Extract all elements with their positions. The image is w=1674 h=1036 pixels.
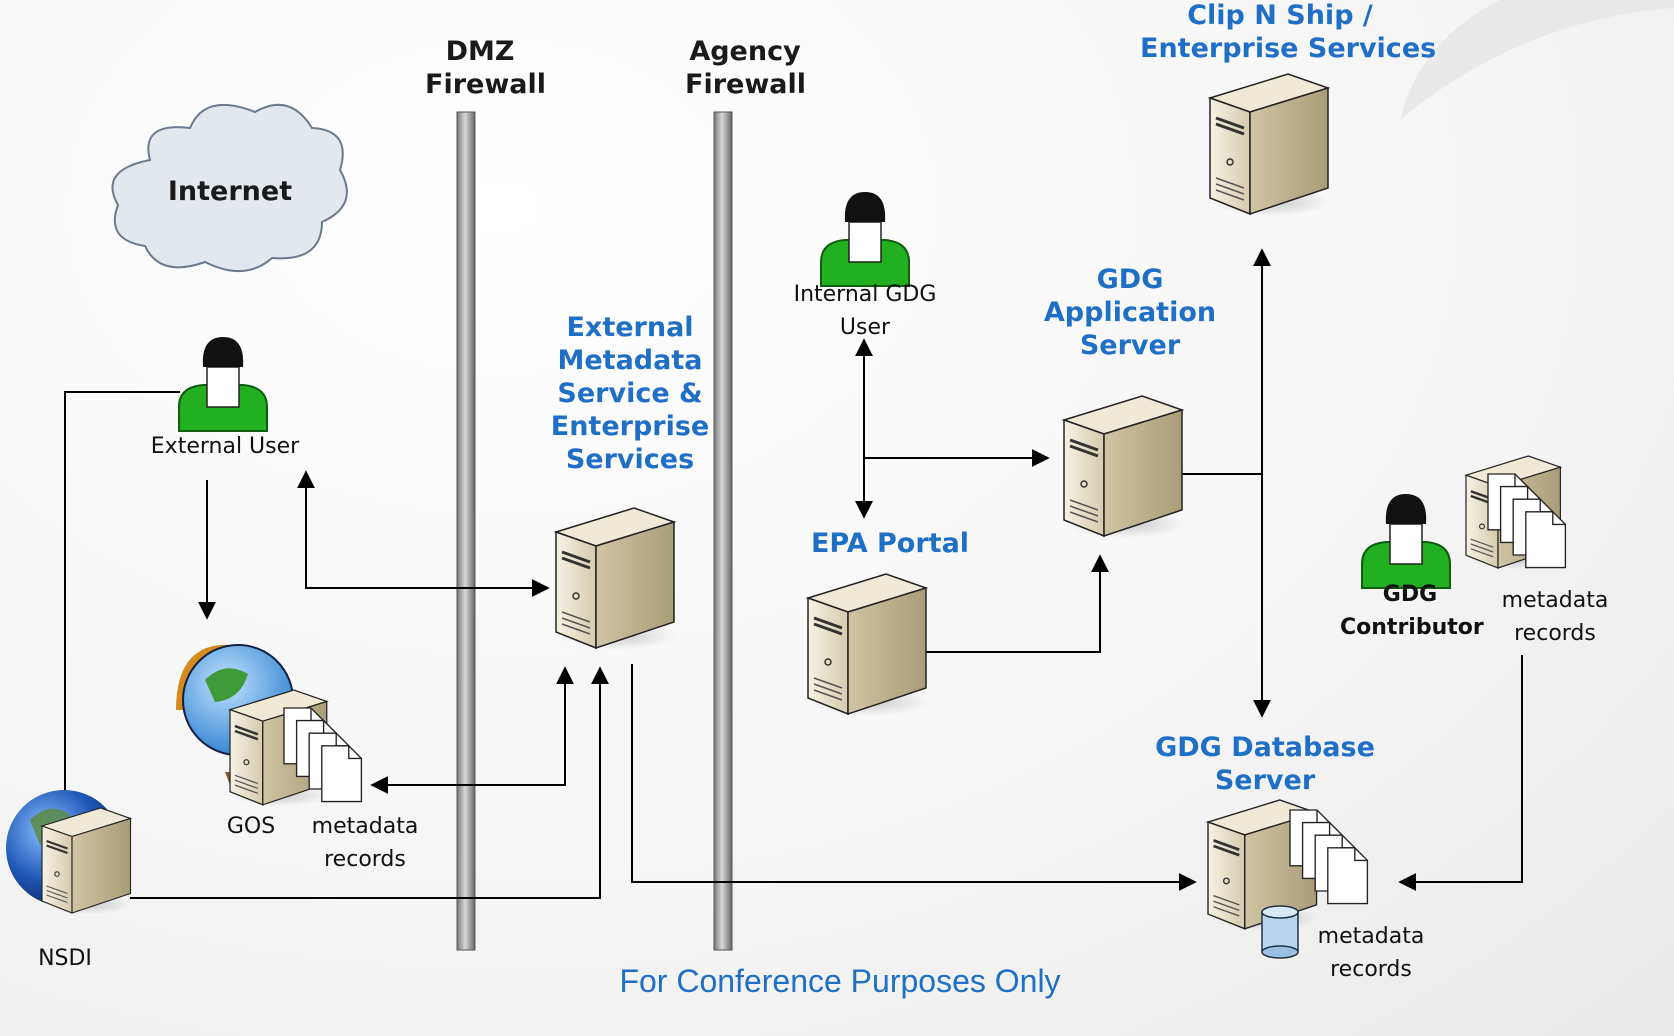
gos-ext-service-arrow	[370, 666, 574, 794]
nsdi-to-user-line	[64, 391, 180, 808]
internal-user-icon	[820, 191, 910, 287]
contributor-icon	[1361, 493, 1451, 589]
ext-service-to-db-arrow	[631, 664, 1197, 891]
contributor-to-db-arrow	[1398, 655, 1523, 891]
epa-portal-label: EPA Portal	[810, 528, 970, 559]
conference-footer: For Conference Purposes Only	[619, 963, 1061, 999]
external-metadata-server-icon	[554, 506, 678, 652]
connectors	[64, 248, 1523, 899]
internet-label: Internet	[167, 176, 293, 207]
dmz-firewall-bar	[456, 111, 476, 951]
nsdi-server-icon	[40, 806, 134, 916]
external-user-icon	[178, 336, 268, 432]
portal-to-app-arrow	[924, 554, 1109, 653]
gdg-app-server-icon	[1062, 394, 1186, 540]
external-user-label: External User	[150, 434, 300, 459]
nsdi-label: NSDI	[38, 946, 92, 971]
nsdi-to-ext-service-arrow	[130, 666, 609, 899]
database-cylinder-icon	[1261, 905, 1299, 959]
gos-label: GOS	[226, 814, 276, 839]
epa-portal-server-icon	[806, 572, 930, 718]
decorative-swoosh	[1400, 0, 1674, 120]
internet-cloud-icon	[111, 103, 348, 273]
user-ext-service-arrow	[297, 470, 550, 597]
agency-firewall-bar	[713, 111, 733, 951]
clip-n-ship-server-icon	[1208, 72, 1332, 218]
clip-n-ship-label: Clip N Ship /Enterprise Services	[1140, 0, 1437, 64]
